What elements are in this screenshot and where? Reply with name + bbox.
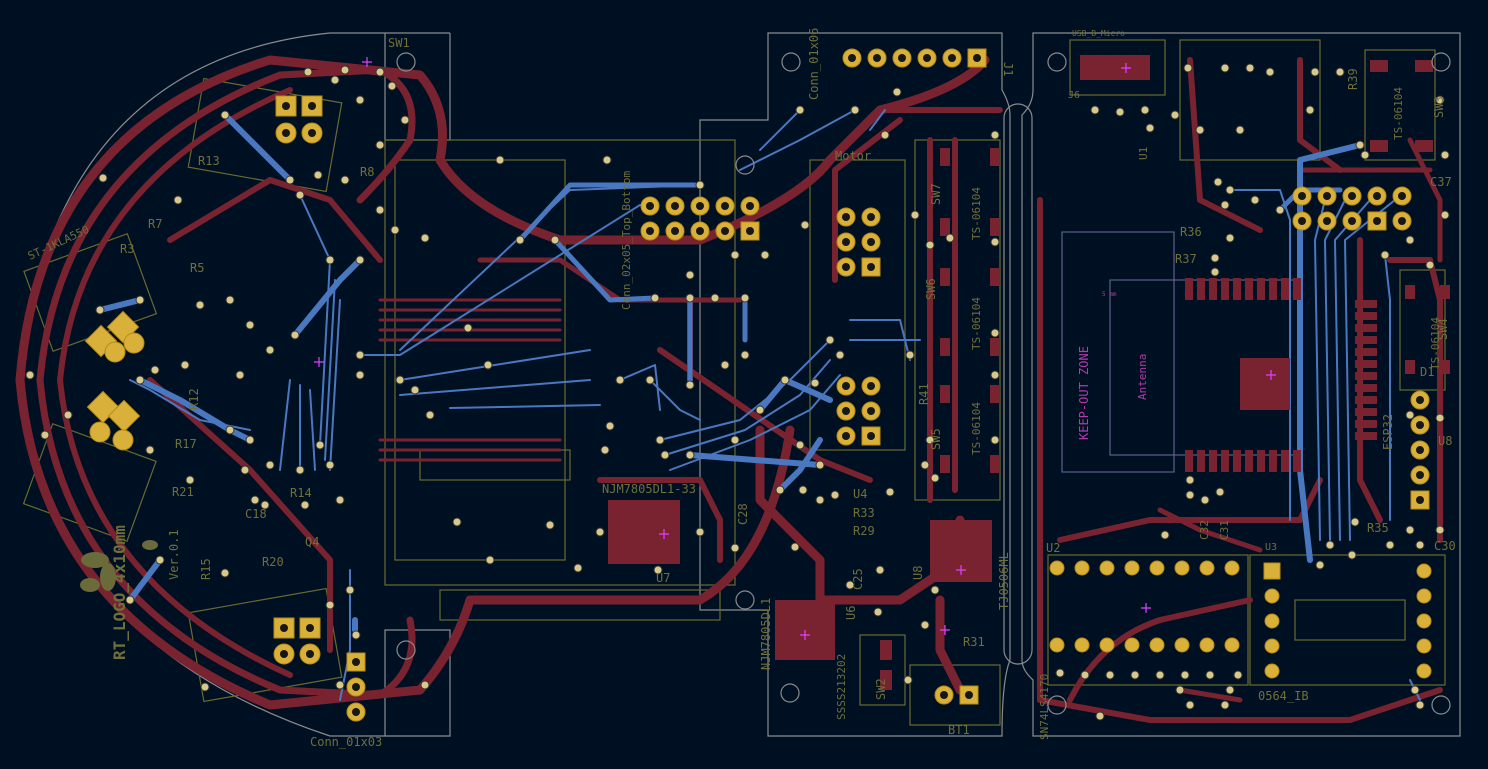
label-c30: C30 [1434,539,1456,553]
label-q4: Q4 [305,535,319,549]
board-outline [17,32,1461,737]
label-r15: R15 [199,558,213,580]
label-u6: U6 [844,606,858,620]
label-bt1: BT1 [948,723,970,737]
label-sw5: SW5 [929,428,943,450]
label-u2: U2 [1046,541,1060,555]
label-sw1: SW1 [388,36,410,50]
label-r8: R8 [360,165,374,179]
conn-02x05-pads[interactable] [640,196,760,241]
label-c31: C31 [1218,520,1231,540]
label-u8-part: TJ0506ML [997,552,1011,610]
label-r13: R13 [198,154,220,168]
label-r17: R17 [175,437,197,451]
front-copper-traces [97,109,1421,701]
label-r20: R20 [262,555,284,569]
label-c18: C18 [245,507,267,521]
label-sw2-part: SSSS213202 [835,654,848,720]
label-c32: C32 [1198,520,1211,540]
vias [25,63,1450,721]
label-conn-bottom: Conn_01x03 [310,735,382,749]
bt1-pads[interactable] [934,685,979,705]
mounting-holes [396,52,1451,715]
label-r29: R29 [853,524,875,538]
label-njm2: NJM7805DL1 [759,598,773,670]
label-sw3-part: TS-06104 [1392,87,1405,140]
label-njm1: NJM7805DL1-33 [602,482,696,496]
label-keepout: KEEP-OUT ZONE [1077,346,1091,440]
conn-01x03-pads[interactable] [346,652,366,722]
label-motor: Motor [835,149,871,163]
u3-pads[interactable] [1263,562,1432,679]
label-sw2: SW2 [874,678,888,700]
motor-driver-pads[interactable] [84,95,323,665]
label-c28: C28 [736,503,750,525]
u2-pads[interactable] [1049,560,1240,653]
label-r33: R33 [853,506,875,520]
label-conn-top: Conn_01x06 [807,28,821,100]
label-r36: R36 [1180,225,1202,239]
label-r3: R3 [120,242,134,256]
label-r12: R12 [187,388,201,410]
label-u7: U7 [656,571,670,585]
label-antenna: Antenna [1136,354,1149,400]
label-u8: U8 [911,566,925,580]
esp32-pad-row-top [1185,278,1301,300]
motor-connector-pads[interactable] [836,207,881,446]
label-sn74: SN74LS4170 [1038,674,1051,740]
label-r14: R14 [290,486,312,500]
label-sw4: SW4 [1436,318,1450,340]
label-c25: C25 [851,568,865,590]
label-r31: R31 [963,635,985,649]
label-r35: R35 [1367,521,1389,535]
reference-labels: SW1 Conn_01x06 J1 USB_B_Micro J6 R39 SW3… [26,28,1456,749]
label-c37: C37 [1430,175,1452,189]
label-sw4-part: TS-06104 [1429,317,1442,370]
label-u3: U3 [1265,542,1277,553]
label-sw6: SW6 [924,278,938,300]
label-d1: D1 [1420,365,1434,379]
label-sw7: SW7 [929,183,943,205]
label-u3-part: 0564_IB [1258,689,1309,703]
label-r5: R5 [190,261,204,275]
label-sw5-part: TS-06104 [970,402,983,455]
label-sw7-part: TS-06104 [970,187,983,240]
j8-pads[interactable] [1410,390,1430,510]
label-r39: R39 [1346,68,1360,90]
label-version: Ver.0.1 [167,529,181,580]
rt-logo-graphic [80,540,158,592]
esp32-pad-col-right [1355,300,1377,440]
label-j6: J6 [1068,90,1080,101]
label-dim: 5 mm [1102,291,1117,298]
label-sw3: SW3 [1432,96,1446,118]
label-r37: R37 [1175,252,1197,266]
smd-pads [608,55,1450,690]
esp-header-pads[interactable] [1292,186,1412,231]
label-r41: R41 [917,383,931,405]
label-u1: U1 [1137,147,1150,160]
back-copper-traces [15,55,1443,723]
silkscreen [22,39,1446,726]
label-j1: J1 [1001,62,1015,76]
label-sw6-part: TS-06104 [970,297,983,350]
component-markers [314,57,1276,640]
label-conn-side: Conn_02x05_Top_Bottom [620,171,633,310]
conn-01x06-pads[interactable] [842,48,987,68]
label-rt-logo: RT_LOGO_4x10mm [110,525,129,660]
esp32-pad-row-bottom [1185,450,1301,472]
label-r21: R21 [172,485,194,499]
label-u8-conn: U8 [1438,434,1452,448]
label-r7: R7 [148,217,162,231]
label-u4: U4 [853,487,867,501]
label-esp: ESP32 [1381,414,1395,450]
label-usb: USB_B_Micro [1072,29,1125,38]
